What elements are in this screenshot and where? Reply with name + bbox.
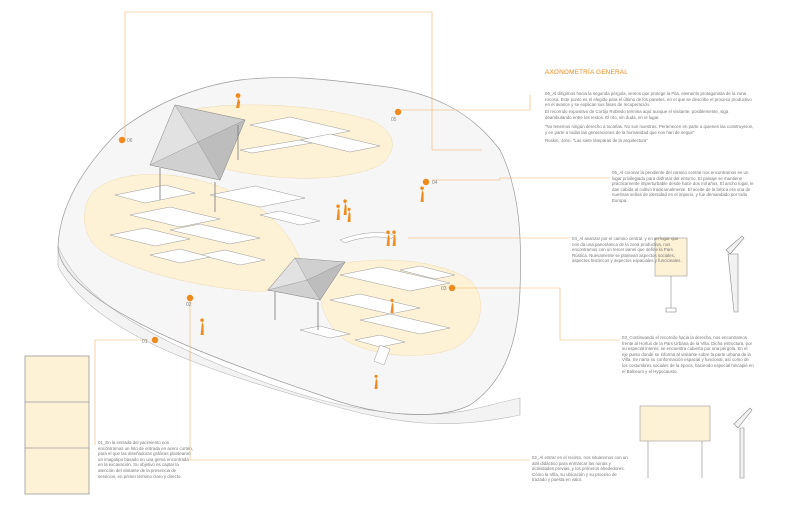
visitor-figures [200, 93, 424, 389]
svg-text:03: 03 [441, 286, 447, 292]
pergola-north [149, 104, 246, 212]
marker-05[interactable]: 05 [391, 108, 402, 123]
svg-text:06: 06 [127, 138, 133, 144]
text-04: 04_Al avanzar por el camino central, y e… [572, 236, 682, 264]
entrance-totem [24, 355, 90, 495]
site-plinth-edge [57, 245, 521, 424]
text-06-p1: 06_Al dirigirnos hacia la segunda pérgol… [545, 91, 752, 108]
text-03: 03_Continuando el recorrido hacia la der… [622, 335, 754, 374]
marker-03[interactable]: 03 [441, 284, 456, 292]
page-title: AXONOMETRÍA GENERAL [545, 69, 628, 76]
marker-01[interactable]: 01 [142, 336, 159, 345]
leader-lines [94, 11, 620, 461]
text-02: 02_Al entrar en el recinto, nos situarem… [532, 455, 628, 483]
pergola-south [267, 257, 346, 330]
text-05: 05_Al coronar la pendiente del camino ce… [612, 170, 754, 203]
svg-text:02: 02 [186, 302, 192, 308]
ruins-walls [109, 116, 456, 366]
marker-06[interactable]: 06 [118, 136, 133, 144]
text-06-p3: "No tenemos ningún derecho a tocarlas. N… [545, 124, 754, 135]
svg-text:05: 05 [391, 117, 397, 123]
svg-text:04: 04 [432, 180, 438, 186]
panel-elevation-large [639, 405, 753, 479]
text-06-p4: Ruskin, John. "Las siete lámparas de la … [545, 138, 648, 143]
text-01: 01_En la entrada del yacimiento nos enco… [98, 440, 193, 479]
svg-text:01: 01 [142, 339, 148, 345]
marker-04[interactable]: 04 [422, 178, 438, 186]
text-06-p2: El recorrido expositivo de Cortijo Roble… [545, 109, 729, 120]
panel-elevation-small [654, 235, 745, 313]
marker-02[interactable]: 02 [186, 294, 194, 308]
